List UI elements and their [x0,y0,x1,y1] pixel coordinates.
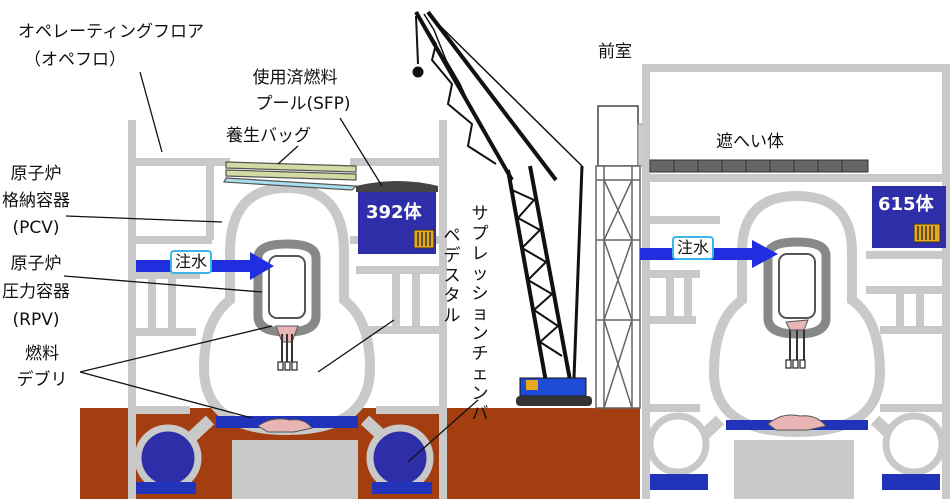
right-fuel-count: 615体 [878,194,934,215]
shield-label: 遮へい体 [716,132,784,152]
fuel-rack-icon [913,223,941,243]
fuel-rack-icon [413,229,435,249]
sfp-label-line1: 使用済燃料 [252,68,338,88]
left-water-injection-label: 注水 [170,250,213,274]
right-reactor-building [642,64,950,499]
shield-plates [649,159,869,173]
crawler-crane-icon [412,10,584,383]
right-water-injection-label: 注水 [672,236,715,260]
operating-floor-abbr-label: （オペフロ） [24,50,126,70]
left-building-base [232,440,358,499]
left-pedestal-debris [257,418,313,433]
pcv-label-line1: 原子炉 [10,164,62,184]
curing-bag [223,161,358,191]
crane-tracks [516,396,592,406]
sfp-label-line2: プール(SFP) [255,94,351,114]
debris-label-line2: デブリ [16,370,68,390]
debris-label-line1: 燃料 [25,344,59,364]
rpv-label-line1: 原子炉 [10,254,62,274]
left-sfp-cover [356,181,438,192]
front-room-tower [595,165,641,409]
suppression-chamber-label: サプレッションチェンバ [471,204,489,424]
right-torus-left [646,412,710,476]
right-pedestal-debris [767,414,827,431]
pedestal-label: ペデスタル [443,226,461,326]
right-torus-right [882,412,946,476]
left-torus-left [134,424,202,492]
leader-lines [63,71,479,463]
right-building-base [734,440,854,499]
pcv-label-line2: 格納容器 [2,191,70,211]
curing-bag-label: 養生バッグ [226,126,311,146]
rpv-label-line2: 圧力容器 [2,282,70,302]
operating-floor-label: オペレーティングフロア [18,22,204,42]
front-room-label: 前室 [598,42,632,62]
rpv-abbr-label: (RPV) [12,310,60,330]
front-room [597,105,639,167]
pcv-abbr-label: (PCV) [12,218,60,238]
left-torus-right [366,424,434,492]
right-rpv-debris [785,319,809,331]
left-fuel-count: 392体 [366,202,422,223]
